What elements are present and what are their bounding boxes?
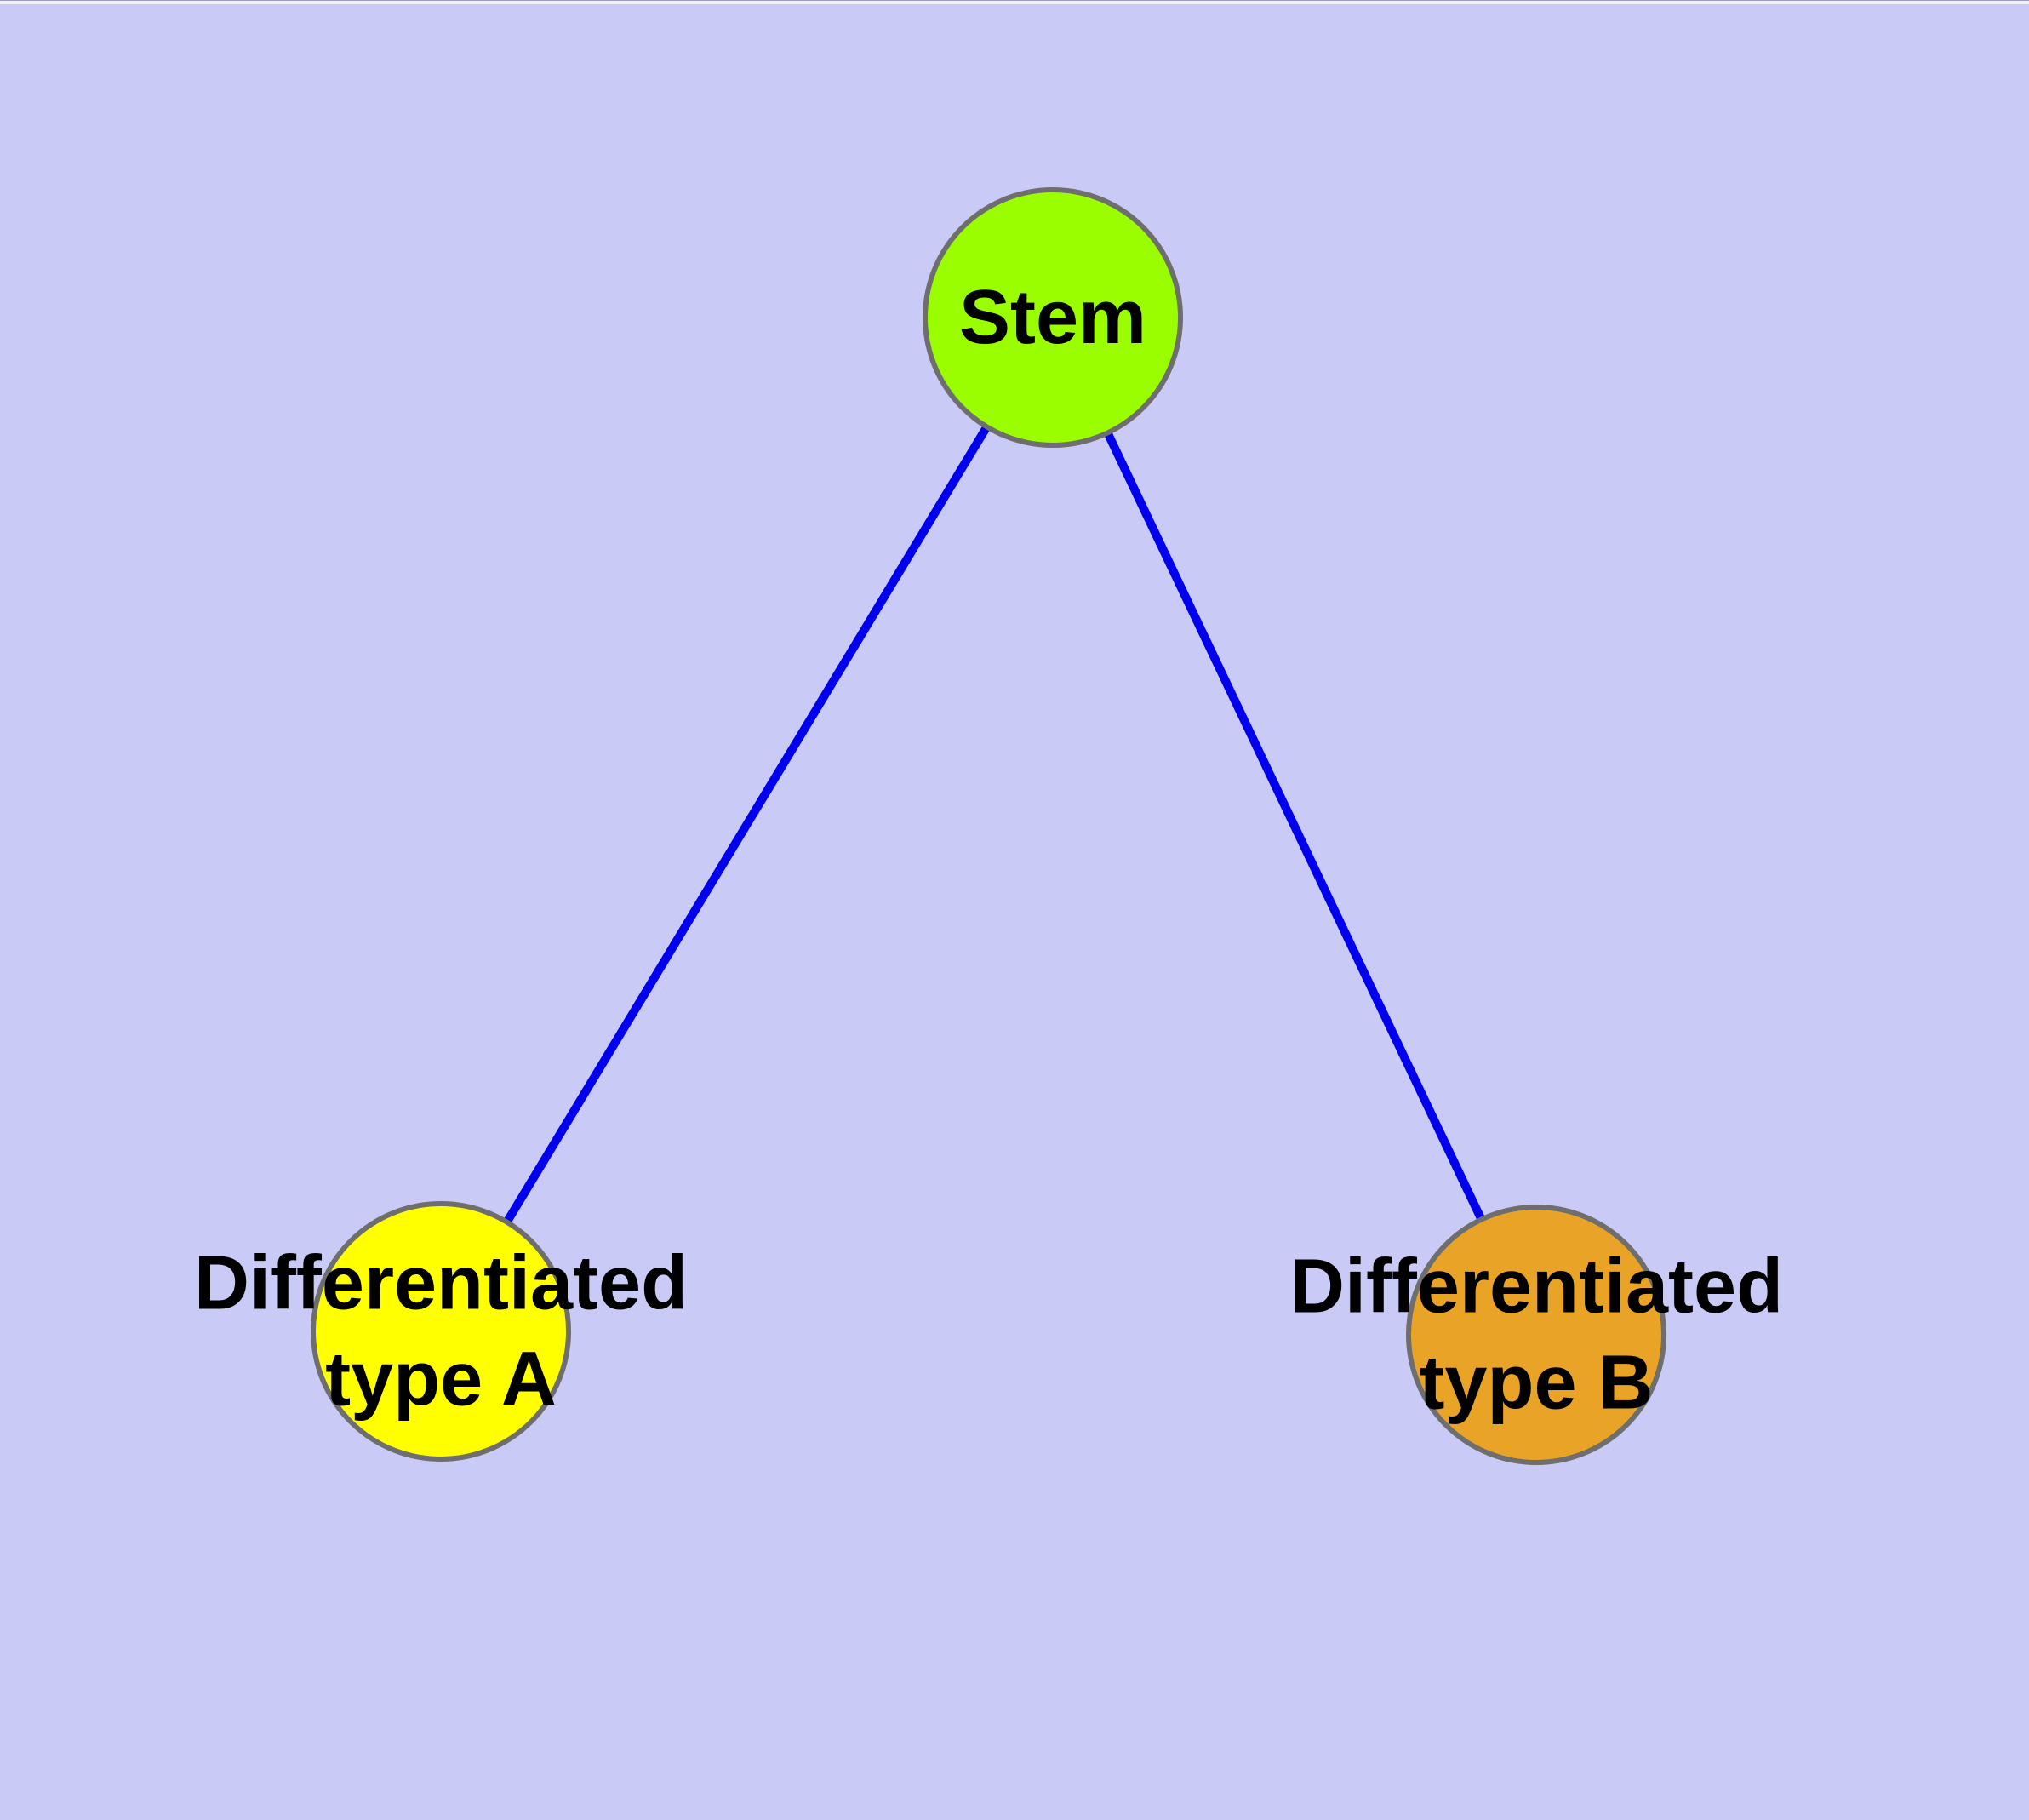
node-label-differentiated-type-b: Differentiated type B xyxy=(1289,1244,1784,1426)
node-label-stem: Stem xyxy=(958,274,1147,360)
edge-stem-to-diff-type-b xyxy=(1049,315,1540,1337)
node-circle-diff-type-b xyxy=(1406,1205,1666,1465)
node-circle-diff-type-a xyxy=(311,1201,571,1462)
node-circle-stem xyxy=(923,187,1183,448)
top-edge-artifact xyxy=(0,0,2029,4)
node-label-differentiated-type-a: Differentiated type A xyxy=(193,1240,689,1422)
edge-stem-to-diff-type-a xyxy=(437,315,1057,1334)
